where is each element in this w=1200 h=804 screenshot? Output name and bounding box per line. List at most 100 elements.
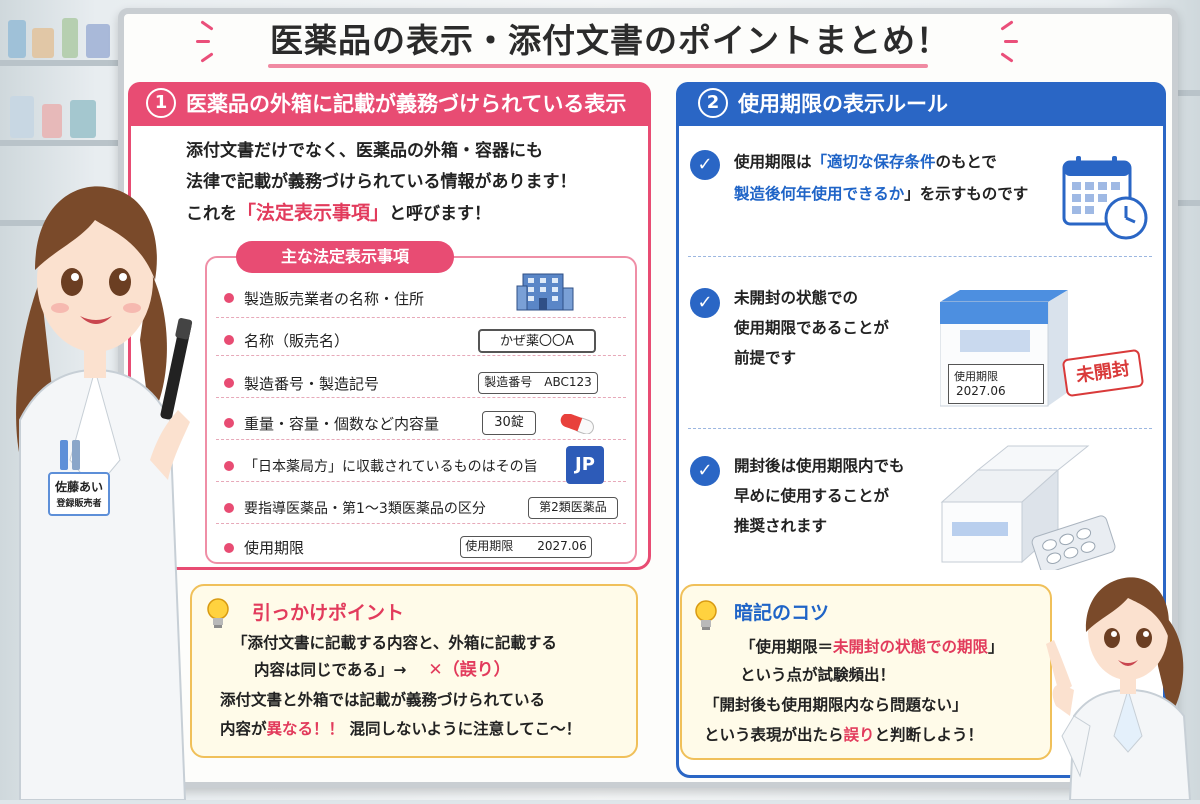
divider	[688, 256, 1152, 257]
bullet-dot	[224, 293, 234, 303]
divider	[688, 428, 1152, 429]
legal-items-heading: 主な法定表示事項	[236, 241, 454, 273]
memo-text: と判断しよう！	[874, 726, 984, 744]
pen-clip	[60, 440, 68, 470]
capsule-icon	[556, 413, 600, 435]
memo-line: 「開封後も使用期限内なら問題ない」	[704, 696, 968, 714]
shelf	[1172, 90, 1200, 96]
sparkle-icon	[1004, 40, 1018, 43]
wrong-mark: ✕（誤り）	[428, 660, 511, 680]
expiry-label-box	[948, 364, 1044, 404]
item-label: 重量・容量・個数など内容量	[244, 415, 440, 433]
shelf	[0, 60, 120, 66]
trap-text: 内容が	[220, 720, 267, 738]
unopened-rule-line: 未開封の状態での	[734, 289, 859, 307]
section1-intro: 添付文書だけでなく、医薬品の外箱・容器にも 法律で記載が義務づけられている情報が…	[186, 136, 646, 230]
memo-tip-box	[680, 584, 1052, 760]
section2-header: 2 使用期限の表示ルール	[676, 82, 1166, 126]
bullet-dot	[224, 503, 234, 513]
unopened-highlight: 未開封の状態での期限	[833, 638, 989, 656]
pharmacist-character-right	[1040, 566, 1200, 801]
intro-text: これを	[186, 204, 237, 224]
checkmark-icon: ✓	[690, 150, 720, 180]
intro-line: これを「法定表示事項」と呼びます！	[186, 198, 646, 230]
shelf-product	[70, 100, 96, 138]
trap-point-box	[190, 584, 638, 758]
memo-heading: 暗記のコツ	[734, 602, 830, 624]
expiry-definition-line: 製造後何年使用できるか」を示すものです	[734, 180, 1028, 209]
lightbulb-icon	[692, 598, 720, 634]
rule-text: 使用期限は	[734, 153, 812, 171]
category-tag: 第2類医薬品	[528, 497, 618, 519]
checkmark-icon: ✓	[690, 288, 720, 318]
trap-text: 内容は同じである」→	[254, 661, 407, 679]
trap-heading: 引っかけポイント	[252, 602, 405, 624]
trap-line: 内容が異なる！！ 混同しないように注意してこ〜！	[220, 716, 581, 743]
name-badge	[48, 472, 110, 516]
section1-number: 1	[146, 88, 176, 118]
expiry-definition-line: 使用期限は「適切な保存条件のもとで	[734, 148, 997, 177]
trap-line: 添付文書と外箱では記載が義務づけられている	[220, 691, 546, 709]
section2-number: 2	[698, 88, 728, 118]
sparkle-icon	[196, 40, 210, 43]
opened-rule-line: 早めに使用することが	[734, 487, 890, 505]
pen-clip	[72, 440, 80, 470]
memo-text: 」	[988, 638, 1004, 656]
list-item	[216, 446, 626, 482]
item-label: 名称（販売名）	[244, 332, 350, 350]
lot-number-tag: 製造番号 ABC123	[478, 372, 598, 394]
badge-name: 佐藤あい	[54, 480, 103, 494]
intro-line: 添付文書だけでなく、医薬品の外箱・容器にも	[186, 141, 543, 161]
shelf-product	[8, 20, 26, 58]
item-label: 製造販売業者の名称・住所	[244, 290, 425, 308]
shelf-product	[32, 28, 54, 58]
shelf-product	[10, 96, 34, 138]
section1-header: 1 医薬品の外箱に記載が義務づけられている表示	[128, 82, 651, 126]
legal-term-highlight: 「法定表示事項」	[237, 202, 390, 224]
shelf-product	[86, 24, 110, 58]
storage-highlight: 「適切な保存条件	[811, 153, 936, 171]
opened-rule-line: 開封後は使用期限内でも	[734, 457, 905, 475]
item-label: 使用期限	[244, 539, 305, 557]
expiry-label-date: 2027.06	[956, 384, 1006, 398]
memo-line: という表現が出たら誤りと判断しよう！	[704, 722, 983, 749]
bullet-dot	[224, 461, 234, 471]
list-item	[216, 320, 626, 356]
building-icon	[515, 268, 577, 312]
shelf-product	[62, 18, 78, 58]
shelf-product	[42, 104, 62, 138]
bullet-dot	[224, 378, 234, 388]
quantity-tag: 30錠	[482, 411, 536, 435]
years-highlight: 製造後何年使用できるか	[734, 185, 905, 203]
bullet-dot	[224, 418, 234, 428]
memo-line: 「使用期限＝未開封の状態での期限」	[740, 634, 1004, 661]
opened-box-illustration	[938, 444, 1118, 574]
bullet-dot	[224, 543, 234, 553]
item-label: 要指導医薬品・第1〜3類医薬品の区分	[244, 501, 486, 517]
unopened-rule-line: 使用期限であることが	[734, 319, 889, 337]
list-item	[216, 362, 626, 398]
different-highlight: 異なる！！	[266, 720, 345, 738]
lightbulb-icon	[204, 594, 232, 632]
list-item	[216, 488, 626, 524]
list-item	[216, 404, 626, 440]
checkmark-icon: ✓	[690, 456, 720, 486]
product-name-tag: かぜ薬〇〇A	[478, 329, 596, 353]
expiry-label-text: 使用期限	[954, 370, 998, 383]
expiry-tag: 使用期限 2027.06	[460, 536, 592, 558]
opened-rule-line: 推奨されます	[734, 517, 828, 535]
trap-line: 内容は同じである」→ ✕（誤り）	[254, 657, 511, 684]
item-label: 「日本薬局方」に収載されているものはその旨	[244, 459, 538, 475]
title-underline	[268, 64, 928, 68]
section2-heading: 使用期限の表示ルール	[738, 92, 948, 116]
jp-mark-icon: JP	[566, 446, 604, 484]
rule-text: のもとで	[935, 153, 997, 171]
intro-line: 法律で記載が義務づけられている情報があります！	[186, 172, 577, 192]
section1-heading: 医薬品の外箱に記載が義務づけられている表示	[186, 92, 627, 116]
rule-text: 」を示すものです	[904, 185, 1029, 203]
trap-line: 「添付文書に記載する内容と、外箱に記載する	[232, 634, 557, 652]
item-label: 製造番号・製造記号	[244, 375, 380, 393]
page-title: 医薬品の表示・添付文書のポイントまとめ！	[270, 21, 950, 60]
bullet-dot	[224, 335, 234, 345]
intro-text: と呼びます！	[389, 204, 492, 224]
